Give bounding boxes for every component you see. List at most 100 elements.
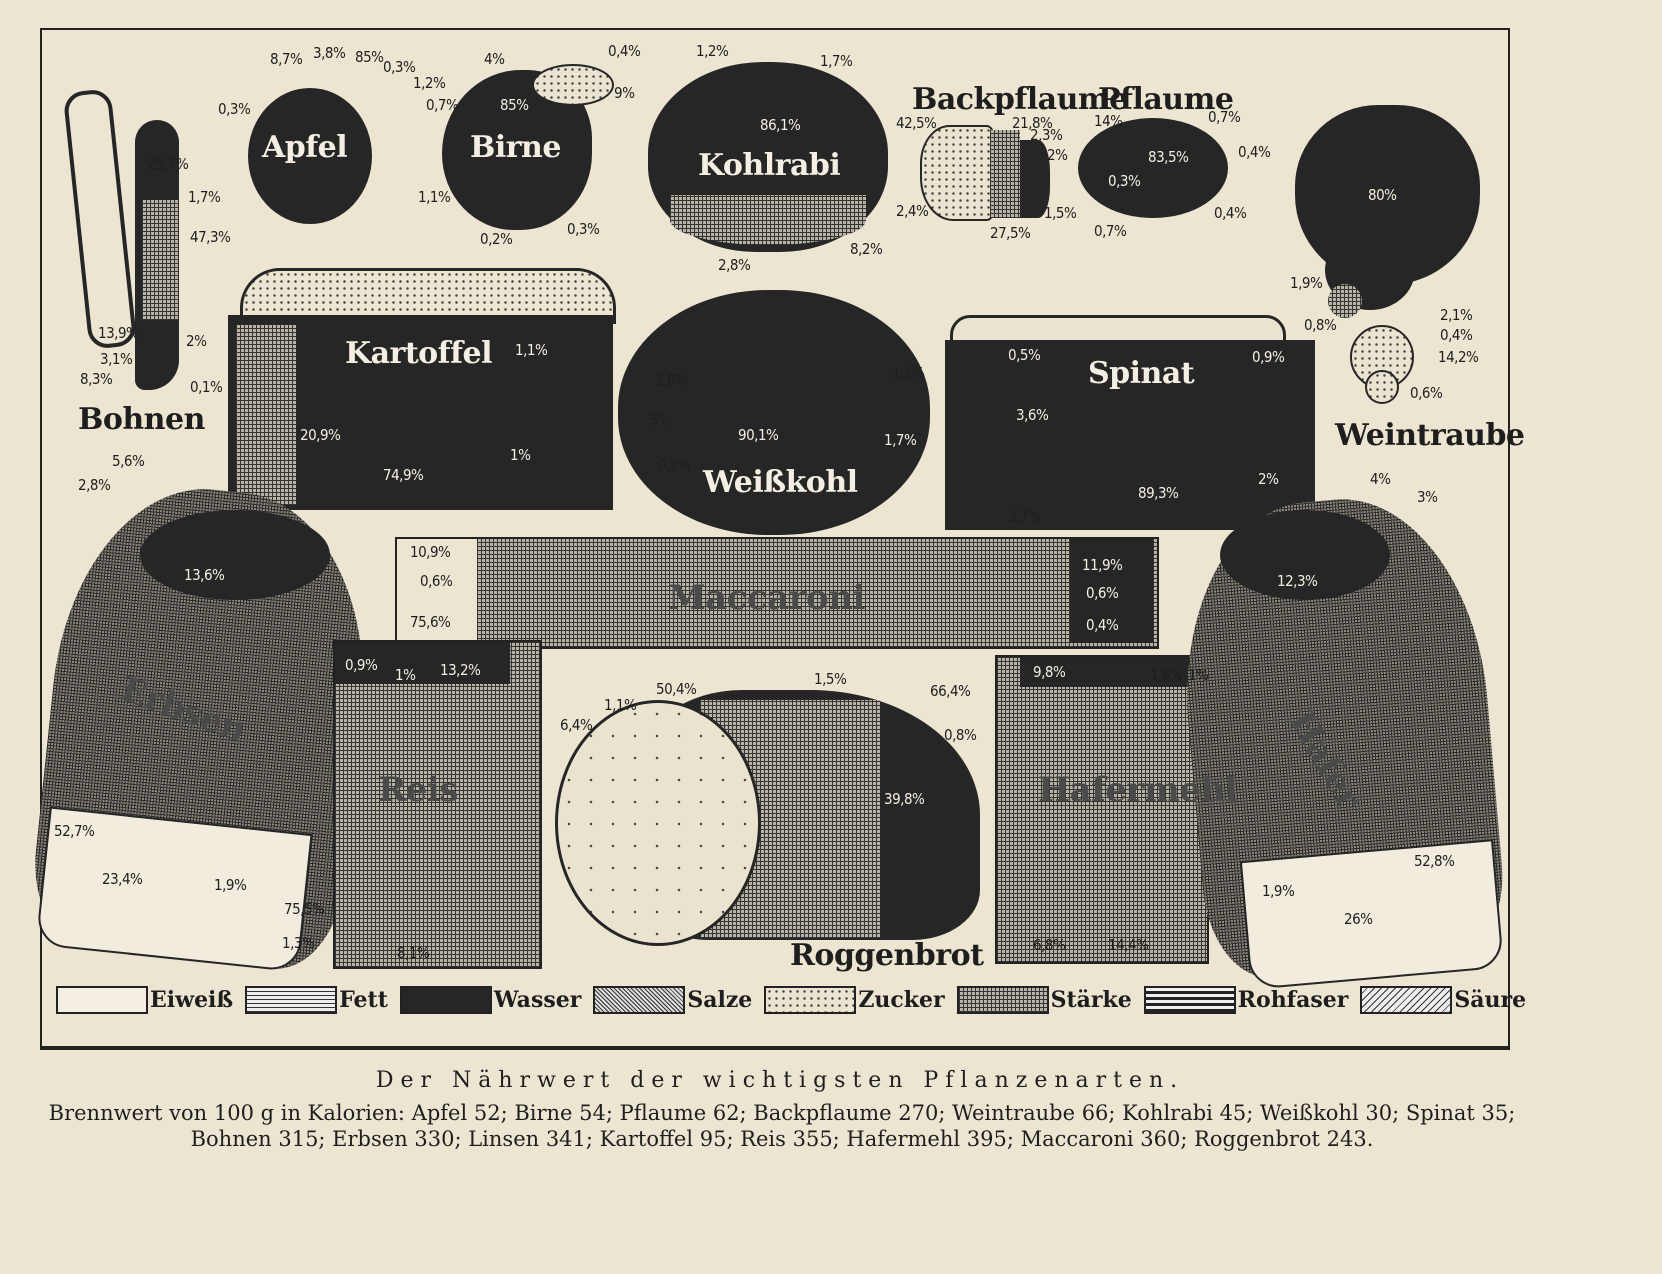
maccaroni-percent-label: 11,9% <box>1082 556 1123 574</box>
hafermehl-box <box>995 655 1209 964</box>
legend-staerke: Stärke <box>956 986 1132 1014</box>
maccaroni-bar <box>395 537 1159 649</box>
kohlrabi-percent-label: 1,2% <box>696 42 729 60</box>
legend-salze: Salze <box>593 986 752 1014</box>
apfel-name: Apfel <box>262 130 348 165</box>
backpflaume-shape <box>920 125 994 221</box>
legend-label: Säure <box>1454 987 1527 1013</box>
spinat-percent-label: 3,6% <box>1016 406 1049 424</box>
kartoffel-percent-label: 1,1% <box>515 341 548 359</box>
birne-percent-label: 9% <box>614 84 635 102</box>
weisskohl-percent-label: 0,2% <box>658 456 691 474</box>
apfel-shape <box>248 88 372 224</box>
hafermehl-percent-label: 6,8% <box>1033 936 1066 954</box>
birne-sugar-segment <box>532 64 614 106</box>
apfel-percent-label: 85% <box>355 48 384 66</box>
maccaroni-percent-label: 75,6% <box>410 613 451 631</box>
pflaume-percent-label: 14% <box>1094 112 1123 130</box>
roggenbrot-percent-label: 6,4% <box>560 716 593 734</box>
kohlrabi-name: Kohlrabi <box>698 148 841 183</box>
kartoffel-percent-label: 0,1% <box>190 378 223 396</box>
bohnen-starch-segment <box>142 200 178 320</box>
spinat-percent-label: 0,9% <box>1252 348 1285 366</box>
backpflaume-percent-label: 2% <box>1047 146 1068 164</box>
kartoffel-name: Kartoffel <box>345 336 492 371</box>
kohlrabi-percent-label: 1,7% <box>820 52 853 70</box>
reis-percent-label: 0,9% <box>345 656 378 674</box>
erbsen-percent-label: 13,6% <box>184 566 225 584</box>
figure-frame <box>40 28 1510 1050</box>
apfel-percent-label: 0,3% <box>383 58 416 76</box>
apfel-percent-label: 3,8% <box>313 44 346 62</box>
backpflaume-percent-label: 42,5% <box>896 114 937 132</box>
legend-rohfaser: Rohfaser <box>1143 986 1348 1014</box>
roggenbrot-percent-label: 1,5% <box>814 670 847 688</box>
kohlrabi-percent-label: 8,2% <box>850 240 883 258</box>
apfel-percent-label: 8,7% <box>270 50 303 68</box>
legend: Eiweiß Fett Wasser Salze Zucker Stärke R… <box>56 986 1538 1014</box>
kohlrabi-percent-label: 2,8% <box>718 256 751 274</box>
birne-percent-label: 0,2% <box>480 230 513 248</box>
caption-title: Der Nährwert der wichtigsten Pflanzenart… <box>375 1068 1185 1093</box>
backpflaume-percent-label: 2,4% <box>896 202 929 220</box>
maccaroni-percent-label: 0,6% <box>420 572 453 590</box>
reis-box <box>333 640 542 969</box>
pflaume-percent-label: 0,4% <box>1214 204 1247 222</box>
weintraube-percent-label: 2,1% <box>1440 306 1473 324</box>
reis-percent-label: 1,3% <box>282 934 315 952</box>
kartoffel-percent-label: 2% <box>186 332 207 350</box>
roggenbrot-percent-label: 1,1% <box>604 696 637 714</box>
apfel-percent-label: 0,3% <box>218 100 251 118</box>
hafermehl-percent-label: 14,4% <box>1108 936 1149 954</box>
reis-top <box>335 642 510 684</box>
bohnen-percent-label: 47,3% <box>190 228 231 246</box>
grape-starch <box>1328 284 1362 318</box>
maccaroni-right-end <box>1070 539 1153 643</box>
backpflaume-percent-label: 21,8% <box>1012 114 1053 132</box>
hafermehl-percent-label: 1% <box>1188 666 1209 684</box>
apfel-percent-label: 0,7% <box>426 96 459 114</box>
weisskohl-percent-label: 1,7% <box>884 431 917 449</box>
kartoffel-percent-label: 74,9% <box>383 466 424 484</box>
roggenbrot-percent-label: 39,8% <box>884 790 925 808</box>
birne-percent-label: 4% <box>484 50 505 68</box>
weisskohl-percent-label: 1,8% <box>655 371 688 389</box>
hafermehl-percent-label: 1,6% <box>1150 666 1183 684</box>
pflaume-percent-label: 83,5% <box>1148 148 1189 166</box>
bohnen-name: Bohnen <box>78 402 205 437</box>
backpflaume-segment <box>990 130 1020 218</box>
hafermehl-name: Hafermehl <box>1038 770 1238 810</box>
bohnen-percent-label: 25,7% <box>148 155 189 173</box>
maccaroni-left-end <box>397 539 477 643</box>
weintraube-percent-label: 0,4% <box>1440 326 1473 344</box>
hafer-percent-label: 12,3% <box>1277 572 1318 590</box>
hafer-percent-label: 4% <box>1370 470 1391 488</box>
erbsen-percent-label: 52,7% <box>54 822 95 840</box>
reis-percent-label: 75,5% <box>284 900 325 918</box>
legend-saeure: Säure <box>1360 986 1526 1014</box>
legend-wasser: Wasser <box>399 986 581 1014</box>
pflaume-percent-label: 0,7% <box>1208 108 1241 126</box>
kartoffel-potatoes <box>240 268 616 324</box>
erbsen-percent-label: 2,8% <box>78 476 111 494</box>
birne-percent-label: 1,1% <box>418 188 451 206</box>
legend-label: Zucker <box>858 987 945 1013</box>
backpflaume-percent-label: 27,5% <box>990 224 1031 242</box>
legend-zucker: Zucker <box>764 986 945 1014</box>
erbsen-percent-label: 23,4% <box>102 870 143 888</box>
birne-name: Birne <box>470 130 561 165</box>
weisskohl-percent-label: 90,1% <box>738 426 779 444</box>
spinat-name: Spinat <box>1088 356 1195 391</box>
legend-label: Salze <box>687 987 753 1013</box>
weisskohl-percent-label: 5% <box>650 411 671 429</box>
pflaume-name: Pflaume <box>1098 82 1234 117</box>
reis-percent-label: 13,2% <box>440 661 481 679</box>
roggenbrot-name: Roggenbrot <box>790 938 984 973</box>
hafer-top-dark <box>1220 510 1390 600</box>
apfel-percent-label: 1,2% <box>413 74 446 92</box>
birne-percent-label: 85% <box>500 96 529 114</box>
maccaroni-name: Maccaroni <box>668 578 865 618</box>
bohnen-percent-label: 1,7% <box>188 188 221 206</box>
pflaume-percent-label: 0,3% <box>1108 172 1141 190</box>
maccaroni-percent-label: 10,9% <box>410 543 451 561</box>
